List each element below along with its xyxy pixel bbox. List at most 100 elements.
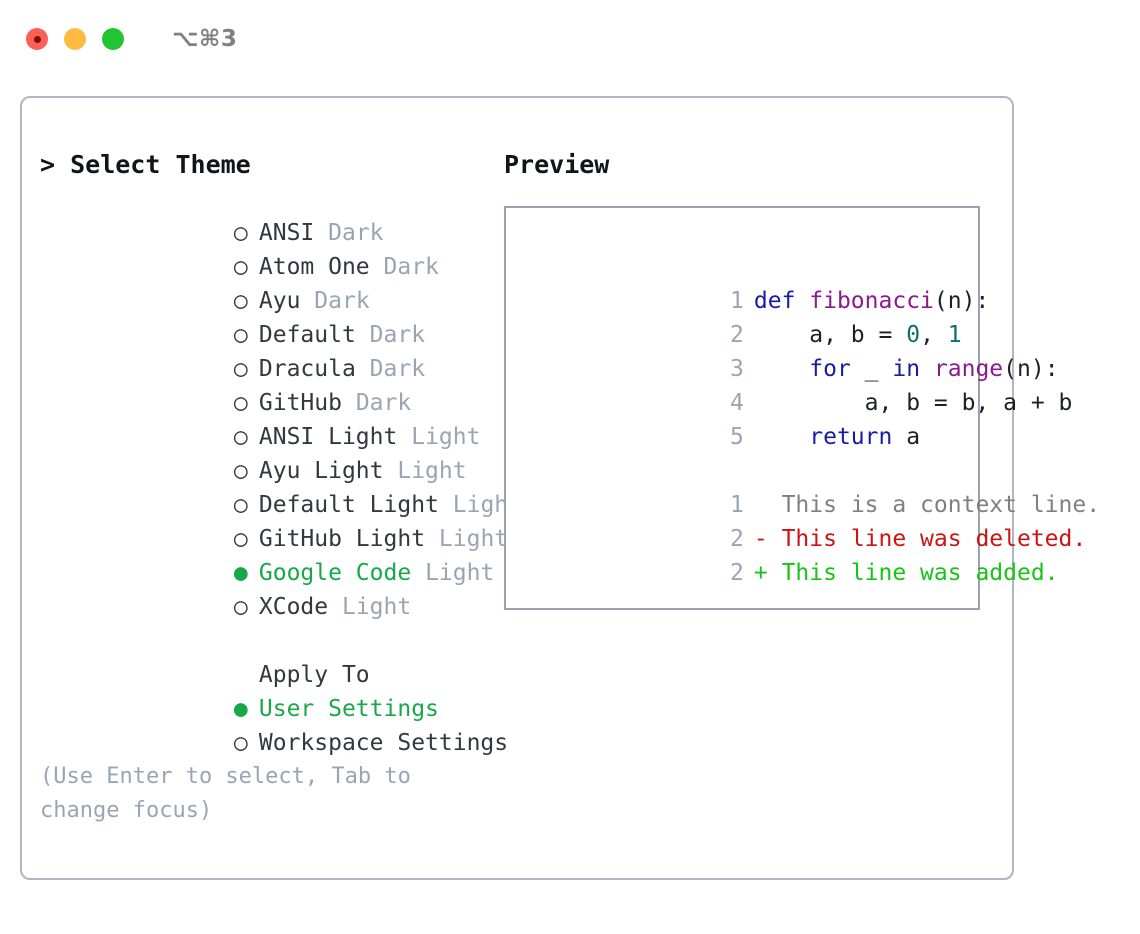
theme-list-item[interactable]: GitHub Dark	[40, 352, 492, 416]
line-number: 4	[730, 390, 744, 416]
code-line: 2 a, b = 0, 1	[524, 284, 978, 348]
theme-item-variant: Dark	[356, 322, 425, 348]
apply-to-group: Apply To User Settings Workspace Setting…	[40, 624, 508, 756]
window-titlebar: ⌥⌘3	[0, 0, 1140, 78]
theme-item-label: GitHub Light	[258, 526, 426, 552]
code-token-keyword: for	[809, 356, 851, 382]
theme-item-variant: Light	[411, 560, 494, 586]
theme-item-label: Default Light	[258, 492, 439, 518]
theme-item-variant-text: Light	[425, 560, 495, 586]
diff-marker	[754, 492, 782, 518]
minimize-button-icon[interactable]	[64, 28, 86, 50]
radio-unselected-icon[interactable]	[234, 488, 259, 522]
theme-list-item[interactable]: GitHub Light Light	[40, 488, 508, 552]
blank-bullet-icon	[234, 658, 259, 692]
theme-item-variant: Light	[397, 424, 480, 450]
maximize-button-icon[interactable]	[102, 28, 124, 50]
code-token-plain	[754, 424, 809, 450]
apply-to-item-label: User Settings	[258, 696, 439, 722]
radio-unselected-icon[interactable]	[234, 352, 259, 386]
diff-line-deleted: 2- This line was deleted.	[524, 488, 1086, 552]
code-line: 4 a, b = b, a + b	[524, 352, 1072, 416]
code-token-keyword: in	[892, 356, 921, 382]
diff-marker-minus: -	[753, 526, 782, 552]
theme-list-item[interactable]: XCode Light	[40, 556, 492, 620]
radio-unselected-icon[interactable]	[234, 522, 259, 556]
theme-item-variant-text: Light	[411, 424, 481, 450]
theme-item-variant-text: Dark	[328, 220, 384, 246]
theme-list-item[interactable]: Ayu Light Light	[40, 420, 492, 484]
keyboard-shortcut-label: ⌥⌘3	[172, 26, 238, 52]
code-token-keyword: return	[809, 424, 893, 450]
radio-unselected-icon[interactable]	[234, 454, 259, 488]
theme-list-column: > Select Theme ANSI Dark Atom One Dark A…	[22, 98, 522, 878]
theme-item-label: Ayu Light	[258, 458, 384, 484]
diff-line-context: 1 This is a context line.	[524, 454, 1100, 518]
window-controls	[26, 28, 124, 50]
code-token-plain: a	[892, 424, 921, 450]
radio-unselected-icon[interactable]	[234, 420, 259, 454]
theme-item-variant: Dark	[342, 390, 411, 416]
apply-to-item[interactable]: Workspace Settings	[40, 692, 508, 756]
theme-item-label: Ayu	[258, 288, 301, 314]
code-token-number: 1	[947, 322, 962, 348]
theme-item-variant-text: Dark	[369, 322, 426, 348]
diff-text: This line was added.	[781, 560, 1059, 586]
apply-to-item-label: Workspace Settings	[258, 730, 509, 756]
theme-item-variant-text: Light	[397, 458, 467, 484]
theme-item-label: ANSI	[258, 220, 315, 246]
radio-unselected-icon[interactable]	[234, 318, 259, 352]
code-token-plain	[754, 356, 809, 382]
theme-item-variant: Dark	[300, 288, 369, 314]
code-line: 3 for _ in range(n):	[524, 318, 1059, 382]
theme-list-item[interactable]: Dracula Dark	[40, 318, 492, 382]
code-token-function: fibonacci	[809, 288, 934, 314]
radio-unselected-icon[interactable]	[234, 284, 259, 318]
theme-item-label: XCode	[258, 594, 329, 620]
code-token-plain: (n):	[933, 288, 990, 314]
line-number: 2	[730, 560, 744, 586]
theme-item-variant-text: Dark	[383, 254, 439, 280]
theme-list-item[interactable]: Default Dark	[40, 284, 492, 348]
line-number: 1	[730, 492, 744, 518]
theme-list-item[interactable]: ANSI Dark	[40, 182, 492, 246]
theme-item-label: ANSI Light	[258, 424, 398, 450]
page-title: > Select Theme	[40, 150, 251, 179]
theme-item-label: Default	[258, 322, 356, 348]
theme-item-label: Atom One	[258, 254, 370, 280]
theme-list-item[interactable]: Atom One Dark	[40, 216, 492, 280]
radio-unselected-icon[interactable]	[234, 726, 259, 760]
theme-item-variant: Light	[384, 458, 467, 484]
radio-unselected-icon[interactable]	[234, 250, 259, 284]
radio-unselected-icon[interactable]	[234, 386, 259, 420]
diff-marker-plus: +	[753, 560, 782, 586]
radio-selected-icon[interactable]	[234, 692, 259, 726]
radio-unselected-icon[interactable]	[234, 216, 259, 250]
code-token-plain: (n):	[1003, 356, 1059, 382]
theme-item-label: Google Code	[258, 560, 412, 586]
theme-item-variant: Light	[328, 594, 411, 620]
theme-list-item-selected[interactable]: Google Code Light	[40, 522, 494, 586]
close-button-icon[interactable]	[26, 28, 48, 50]
code-line: 5 return a	[524, 386, 978, 450]
code-token-number: 0	[906, 322, 921, 348]
theme-list-item[interactable]: Ayu Dark	[40, 250, 492, 314]
theme-item-variant: Dark	[356, 356, 425, 382]
theme-item-variant: Dark	[314, 220, 383, 246]
theme-item-label: Dracula	[258, 356, 356, 382]
theme-selector-panel: > Select Theme ANSI Dark Atom One Dark A…	[20, 96, 1100, 880]
line-number: 2	[730, 526, 744, 552]
line-number: 5	[730, 424, 744, 450]
code-token-plain: ,	[920, 322, 948, 348]
theme-item-variant-text: Light	[438, 526, 509, 552]
radio-unselected-icon[interactable]	[234, 590, 259, 624]
theme-list-item[interactable]: ANSI Light Light	[40, 386, 492, 450]
apply-to-item-selected[interactable]: User Settings	[40, 658, 492, 722]
radio-selected-icon[interactable]	[234, 556, 259, 590]
apply-to-title: Apply To	[40, 624, 492, 688]
